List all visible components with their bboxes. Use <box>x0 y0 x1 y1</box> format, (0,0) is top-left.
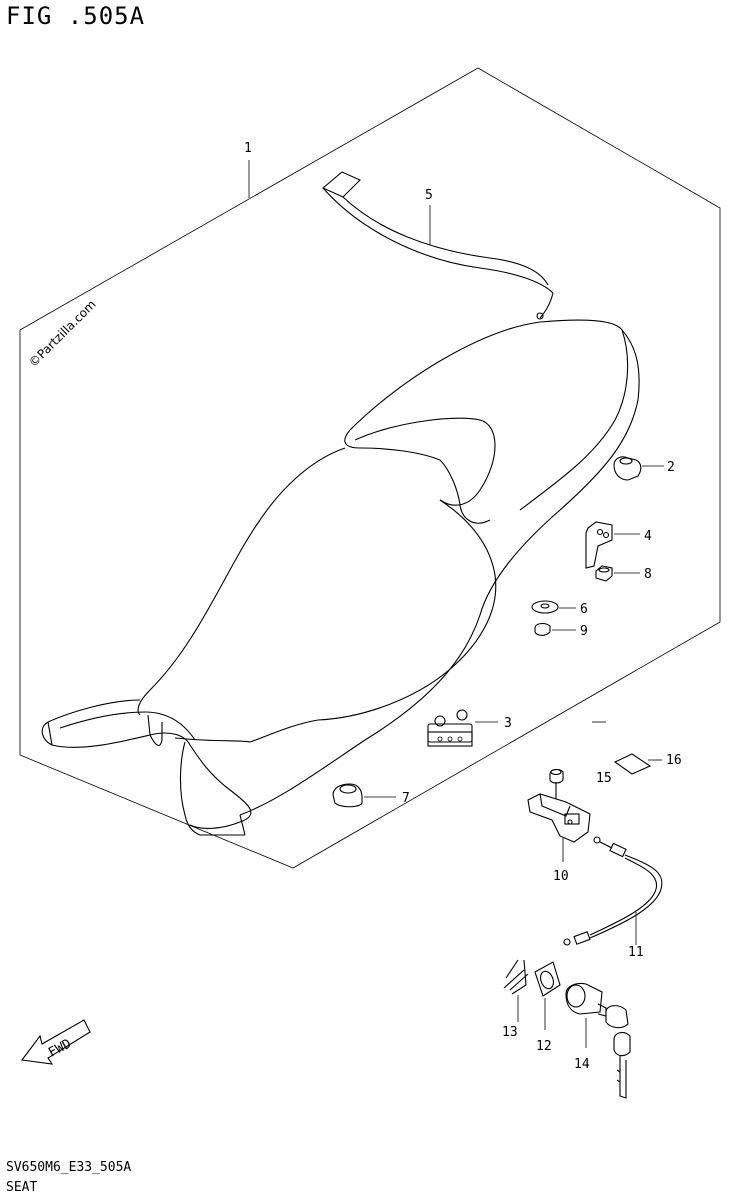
callout-8: 8 <box>644 567 652 582</box>
figure-name: SEAT <box>6 1180 38 1195</box>
callout-7: 7 <box>402 791 410 806</box>
callout-2: 2 <box>667 460 675 475</box>
label-sticker <box>613 753 662 775</box>
callout-9: 9 <box>580 624 588 639</box>
callout-4: 4 <box>644 529 652 544</box>
callout-5: 5 <box>425 188 433 203</box>
nut-8 <box>595 565 640 582</box>
lock-plate <box>534 961 561 1030</box>
callout-11: 11 <box>628 945 644 960</box>
callout-14: 14 <box>574 1057 590 1072</box>
key-cylinder-with-keys <box>565 982 631 1099</box>
nut-9 <box>534 623 576 636</box>
callout-13: 13 <box>502 1025 518 1040</box>
forward-direction-arrow: FWD <box>20 1019 91 1065</box>
callout-15: 15 <box>596 771 612 786</box>
seat-lock-assembly <box>527 768 591 862</box>
callout-3: 3 <box>504 716 512 731</box>
connector-block <box>427 709 498 747</box>
figure-title: FIG .505A <box>6 2 146 30</box>
seat-bracket <box>585 521 640 569</box>
callout-6: 6 <box>580 602 588 617</box>
callout-12: 12 <box>536 1039 552 1054</box>
assembly-boundary <box>19 67 721 869</box>
callout-1: 1 <box>244 141 252 156</box>
callout-labels: 1 2 3 4 5 6 7 8 9 10 11 12 13 14 15 16 <box>244 141 682 1072</box>
seat-strap <box>321 171 554 320</box>
rubber-cushion-7 <box>332 783 396 808</box>
seat-lock-cable <box>563 836 663 946</box>
seat-cushion <box>41 319 640 836</box>
washer-6 <box>531 600 576 614</box>
figure-code: SV650M6_E33_505A <box>6 1160 132 1175</box>
rubber-cushion <box>613 456 664 481</box>
lock-clip <box>503 959 529 1022</box>
callout-10: 10 <box>553 869 569 884</box>
callout-16: 16 <box>666 753 682 768</box>
